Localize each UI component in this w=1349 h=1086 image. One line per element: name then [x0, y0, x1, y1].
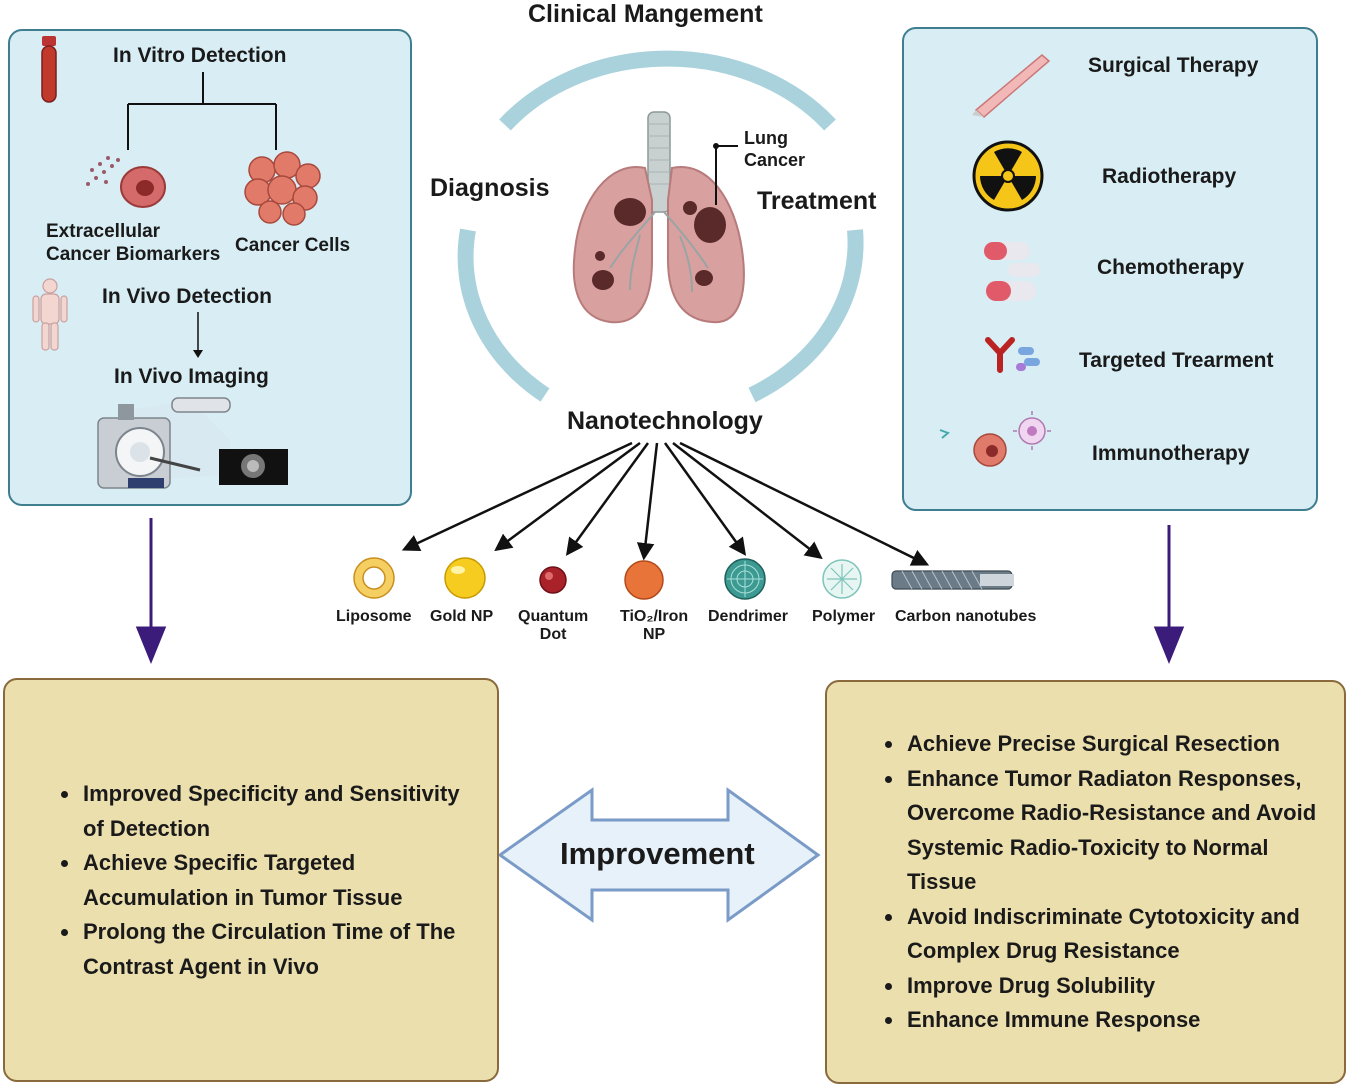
pill-icon: [984, 242, 1040, 301]
detection-graphics: [32, 36, 321, 489]
quantum-dot-icon: [539, 566, 567, 594]
cycle-nanotechnology-label: Nanotechnology: [567, 407, 763, 435]
diagnosis-benefit-item: Prolong the Circulation Time of The Cont…: [81, 915, 471, 984]
dendrimer-icon: [724, 558, 766, 600]
nanotech-arrows: [401, 441, 930, 566]
antibody-icon: [985, 337, 1040, 373]
gold-np-icon: [444, 557, 486, 599]
body-icon: [32, 278, 68, 351]
scalpel-icon: [972, 54, 1051, 118]
biomarkers-label: Extracellular Cancer Biomarkers: [46, 221, 221, 265]
nanoparticle-icons: [353, 557, 1014, 600]
treatment-radiotherapy-label: Radiotherapy: [1102, 165, 1237, 188]
carbon-nanotube-icon: [891, 570, 1014, 590]
np-polymer-label: Polymer: [812, 608, 876, 625]
np-liposome-label: Liposome: [336, 608, 412, 625]
in-vivo-detection-label: In Vivo Detection: [102, 285, 272, 308]
treatment-surgical-label: Surgical Therapy: [1088, 54, 1259, 77]
np-gold-label: Gold NP: [430, 608, 494, 625]
imaging-scanner-icon: [97, 397, 231, 489]
cycle-diagnosis-label: Diagnosis: [430, 174, 550, 202]
np-dendrimer-label: Dendrimer: [708, 608, 789, 625]
treatment-chemotherapy-label: Chemotherapy: [1097, 256, 1245, 279]
improvement-label: Improvement: [560, 836, 755, 871]
lungs-icon: [572, 111, 745, 324]
treatment-immunotherapy-label: Immunotherapy: [1092, 442, 1250, 465]
diagnosis-benefit-item: Achieve Specific Targeted Accumulation i…: [81, 846, 471, 915]
blood-tube-icon: [41, 36, 57, 103]
np-quantum-dot-label: Quantum Dot: [518, 608, 589, 643]
iron-np-icon: [624, 560, 664, 600]
diagnosis-benefits-panel: Improved Specificity and Sensitivity of …: [3, 678, 499, 1082]
treatment-icons: [939, 54, 1051, 467]
treatment-benefit-item: Avoid Indiscriminate Cytotoxicity and Co…: [905, 900, 1335, 969]
cancer-cells-label: Cancer Cells: [235, 235, 351, 256]
treatment-benefit-item: Enhance Immune Response: [905, 1003, 1335, 1038]
diagnosis-benefit-item: Improved Specificity and Sensitivity of …: [81, 777, 471, 846]
diagram-title: Clinical Mangement: [528, 0, 763, 28]
treatment-benefits-panel: Achieve Precise Surgical Resection Enhan…: [825, 680, 1346, 1084]
immune-cell-icon: [939, 411, 1051, 467]
polymer-icon: [822, 559, 862, 599]
treatment-targeted-label: Targeted Trearment: [1079, 349, 1274, 372]
biomarker-cell-icon: [86, 156, 166, 208]
np-tio2-iron-label: TiO₂/Iron NP: [620, 608, 689, 643]
np-carbon-nanotubes-label: Carbon nanotubes: [895, 608, 1037, 625]
treatment-benefit-item: Enhance Tumor Radiaton Responses, Overco…: [905, 762, 1335, 900]
liposome-icon: [353, 557, 395, 599]
monitor-icon: [219, 449, 288, 485]
radiation-icon: [972, 140, 1044, 212]
in-vivo-imaging-label: In Vivo Imaging: [114, 365, 269, 388]
improvement-arrow: [497, 787, 821, 923]
treatment-panel: [902, 27, 1318, 511]
in-vitro-detection-label: In Vitro Detection: [113, 44, 287, 67]
treatment-benefit-item: Improve Drug Solubility: [905, 969, 1335, 1004]
cancer-cells-icon: [244, 151, 321, 226]
down-arrows: [135, 518, 1185, 664]
treatment-benefit-item: Achieve Precise Surgical Resection: [905, 727, 1335, 762]
cycle-ring: [457, 50, 864, 403]
lung-cancer-label: Lung Cancer: [744, 128, 806, 170]
cycle-treatment-label: Treatment: [757, 187, 877, 215]
